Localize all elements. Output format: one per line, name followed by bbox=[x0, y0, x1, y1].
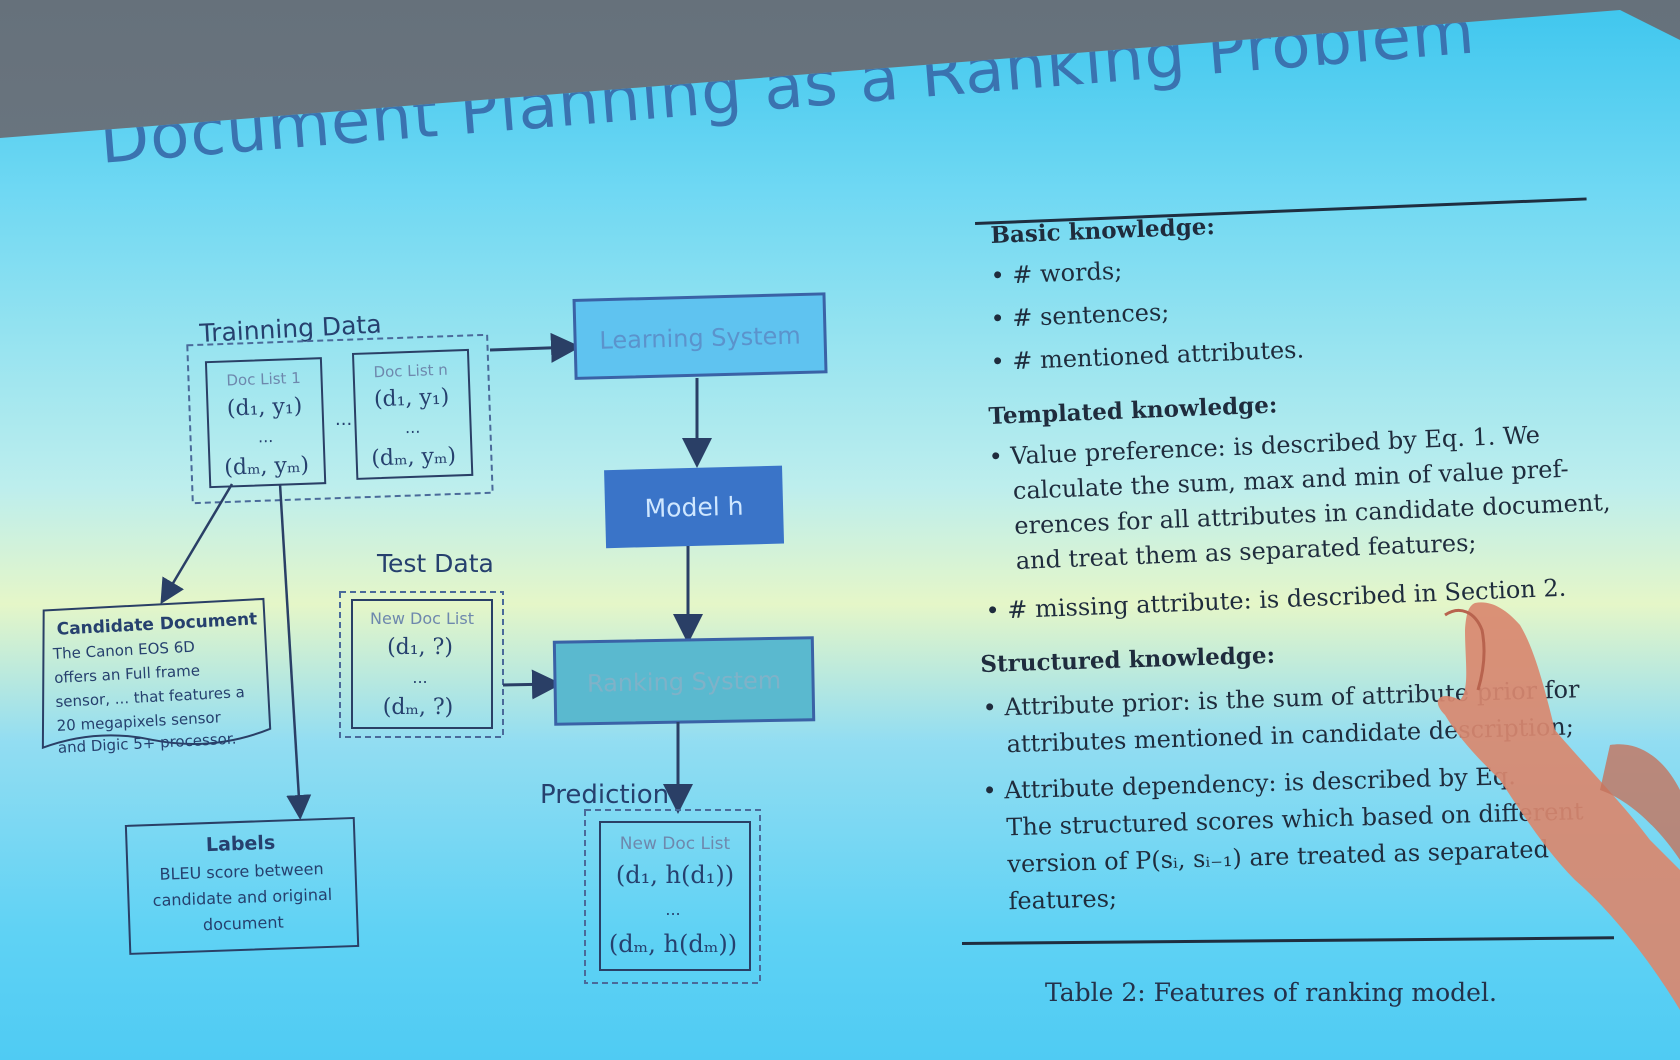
doc-list-1-title: Doc List 1 bbox=[226, 369, 301, 390]
doc-list-1-first: (d₁, y₁) bbox=[226, 394, 302, 422]
doc-list-1-dots: ... bbox=[258, 427, 274, 447]
doc-list-n-dots: ... bbox=[405, 418, 421, 438]
prediction-label: Prediction bbox=[540, 780, 669, 810]
new-doc-list-pred-last: (dₘ, h(dₘ)) bbox=[609, 930, 737, 958]
prediction-container bbox=[584, 809, 761, 984]
new-doc-list-pred-first: (d₁, h(d₁)) bbox=[616, 861, 734, 889]
learning-system-box: Learning System bbox=[572, 292, 828, 380]
arrow-to-learning bbox=[489, 332, 581, 363]
new-doc-list-prediction: New Doc List (d₁, h(d₁)) ... (dₘ, h(dₘ)) bbox=[599, 821, 751, 971]
doc-list-n: Doc List n (d₁, y₁) ... (dₘ, yₘ) bbox=[351, 348, 474, 480]
ranking-system-label: Ranking System bbox=[587, 666, 782, 697]
new-doc-list-test-first: (d₁, ?) bbox=[387, 635, 453, 660]
arrow-to-labels bbox=[278, 483, 312, 820]
test-data-label: Test Data bbox=[376, 549, 494, 578]
new-doc-list-test-last: (dₘ, ?) bbox=[383, 695, 454, 720]
test-data-container bbox=[339, 591, 504, 738]
arrow-test-to-ranking bbox=[502, 669, 562, 700]
between-lists-dots: ... bbox=[335, 409, 352, 430]
doc-list-1: Doc List 1 (d₁, y₁) ... (dₘ, yₘ) bbox=[204, 357, 327, 489]
labels-line-3: document bbox=[203, 913, 284, 935]
doc-list-n-last: (dₘ, yₘ) bbox=[371, 443, 456, 471]
new-doc-list-test-dots: ... bbox=[412, 668, 427, 687]
arrow-to-candidate bbox=[160, 483, 234, 605]
model-h-label: Model h bbox=[644, 492, 744, 524]
new-doc-list-pred-dots: ... bbox=[665, 900, 680, 919]
model-h-box: Model h bbox=[604, 465, 785, 549]
new-doc-list-test: New Doc List (d₁, ?) ... (dₘ, ?) bbox=[351, 599, 493, 729]
doc-list-1-last: (dₘ, yₘ) bbox=[224, 453, 309, 481]
table-caption: Table 2: Features of ranking model. bbox=[1045, 978, 1497, 1007]
new-doc-list-test-title: New Doc List bbox=[370, 609, 474, 628]
learning-system-label: Learning System bbox=[599, 321, 801, 354]
training-data-container bbox=[186, 333, 494, 505]
ranking-system-box: Ranking System bbox=[552, 636, 816, 726]
labels-title: Labels bbox=[206, 832, 276, 856]
new-doc-list-pred-title: New Doc List bbox=[620, 834, 731, 854]
doc-list-n-first: (d₁, y₁) bbox=[374, 385, 450, 413]
doc-list-n-title: Doc List n bbox=[373, 361, 448, 382]
